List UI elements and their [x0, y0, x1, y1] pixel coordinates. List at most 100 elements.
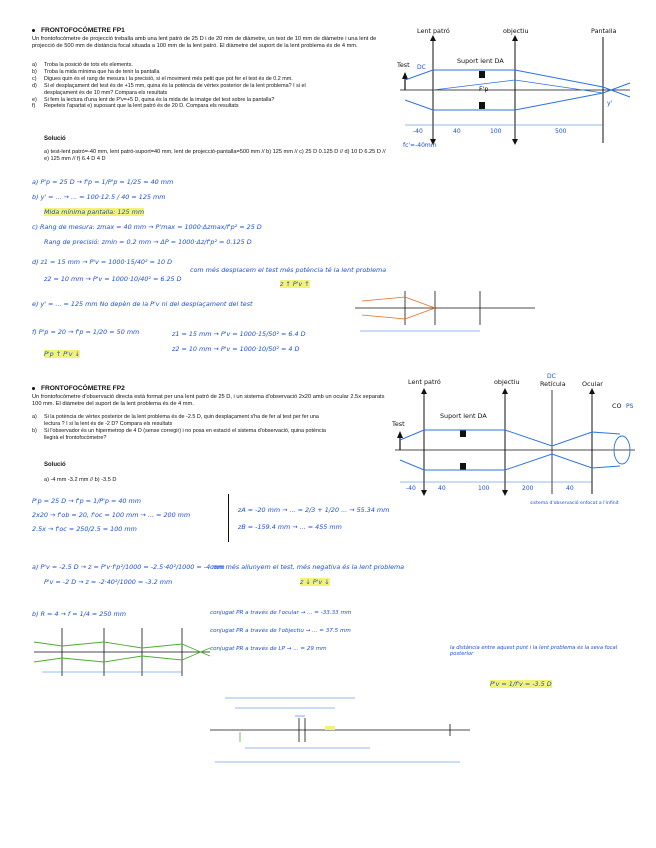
arrow-up-icon	[589, 388, 595, 394]
hand-line: conjugat PR a través de l'objectiu → ...…	[210, 628, 351, 634]
question-item: a) Troba la posició de tots els elements.	[32, 62, 306, 69]
question-key: a)	[32, 414, 37, 420]
highlighted-text: Mida mínima pantalla: 125 mm	[44, 208, 145, 216]
arrow-down-icon	[421, 490, 427, 496]
fp2-axis-sketch	[210, 697, 470, 763]
question-text: desplaçament és de 10 mm? Compara els re…	[44, 89, 168, 96]
hand-line: la distància entre aquest punt i la lent…	[450, 645, 618, 657]
ray-lower	[404, 82, 631, 111]
dim-label: 200	[522, 485, 534, 492]
section1-solution-answers: a) test-lent patró=-40 mm, lent patró-su…	[44, 149, 386, 162]
dim-label: 100	[478, 485, 490, 492]
label-lent-patro: Lent patró	[408, 378, 441, 386]
hand-line: Mida mínima pantalla: 125 mm	[44, 208, 145, 216]
question-text: llegirà el frontofocòmetre?	[44, 434, 107, 441]
section1-title-text: FRONTOFOCÒMETRE FP1	[41, 27, 125, 34]
section2-solution-heading: Solució	[44, 462, 66, 468]
label-ocular: Ocular	[582, 380, 603, 388]
hand-line: c) Rang de mesura: zmax = 40 mm → P'max …	[32, 223, 262, 231]
test-arrow-icon	[397, 431, 403, 438]
hand-line: P'p ↑ P'v ↓	[44, 350, 80, 358]
question-key: f)	[32, 103, 36, 110]
highlight-mark	[325, 726, 335, 730]
label-fp: F'p	[479, 85, 489, 93]
hand-line: com més desplacem el test més potència t…	[190, 266, 387, 274]
dim-label: 500	[555, 128, 567, 135]
section2-solution-answers: a) -4 mm -3.2 mm // b) -3.5 D	[44, 477, 117, 483]
dim-label: 40	[453, 128, 461, 135]
ray-green	[33, 647, 211, 663]
test-arrow-icon	[402, 72, 408, 79]
suport-block-bottom	[460, 463, 466, 470]
hand-line: conjugat PR a través de LP → ... = 29 mm	[210, 646, 327, 652]
hand-line: zA = -20 mm → ... = 2/3 + 1/20 ... → 55.…	[238, 506, 390, 514]
dim-label: -40	[413, 128, 423, 135]
question-text: lectura ? I si la lent és de -2 D? Compa…	[44, 420, 173, 427]
arrow-up-icon	[502, 388, 508, 394]
question-item: c)Digues quin és el rang de mesura i la …	[32, 76, 306, 83]
label-reticula: Retícula	[540, 380, 566, 388]
hand-line: com més allunyem el test, més negativa é…	[210, 563, 405, 571]
hand-line: P'v = -2 D → z = -2·40²/1000 = -3.2 mm	[44, 578, 173, 586]
arrow-down-icon	[502, 490, 508, 496]
section2-intro: Un frontofocòmetre d'observació directa …	[32, 394, 385, 408]
hand-line: z1 = 15 mm → P'v = 1000·15/50² = 6.4 D	[172, 330, 306, 338]
hand-line: d) z1 = 15 mm → P'v = 1000·15/40² = 10 D	[32, 258, 173, 266]
question-item: f) Repeteix l'apartat e) suposant que la …	[32, 103, 306, 110]
label-test: Test	[391, 420, 405, 428]
section2-title: FRONTOFOCÒMETRE FP2	[32, 385, 125, 392]
label-suport: Suport lent DA	[457, 57, 504, 65]
question-text: Troba la mida mínima que ha de tenir la …	[44, 68, 160, 75]
dim-label: 100	[490, 128, 502, 135]
highlighted-text: z ↓ P'v ↓	[300, 578, 330, 586]
ray-green	[33, 641, 211, 657]
section1-solution-heading: Solució	[44, 136, 66, 142]
question-text: Repeteix l'apartat e) suposant que la le…	[44, 103, 239, 110]
question-item: d)Si el desplaçament del test és de +15 …	[32, 83, 306, 90]
ray-orange	[361, 307, 436, 320]
eye-icon	[613, 435, 631, 465]
fp2-optical-diagram: Lent patró objectiu DC Retícula Ocular T…	[391, 373, 635, 506]
fp1-sketch-e	[355, 291, 535, 332]
question-key: a)	[32, 62, 37, 68]
question-text: Si fem la lectura d'una lent de P'v=+5 D…	[44, 96, 275, 103]
hand-line: 2.5x → f'oc = 250/2.5 = 100 mm	[32, 525, 137, 533]
hand-line: b) y' = ... → ... = 100·12.5 / 40 = 125 …	[32, 193, 166, 201]
suport-block-bottom	[479, 102, 485, 109]
hand-line: z ↑ P'v ↑	[280, 280, 310, 288]
question-key: e)	[32, 96, 37, 103]
ray-chief	[432, 79, 604, 94]
label-objectiu: objectiu	[494, 378, 520, 386]
hand-line: conjugat PR a través de l'ocular → ... =…	[210, 610, 352, 616]
section2-questions: a) Si la potència de vèrtex posterior de …	[32, 414, 326, 442]
dim-label: -40	[406, 485, 416, 492]
question-item: desplaçament és de 10 mm? Compara els re…	[32, 90, 306, 97]
hand-line: Rang de precisió: zmin = 0.2 mm → ΔP = 1…	[44, 238, 252, 246]
dim-label: 40	[566, 485, 574, 492]
hand-line: P'p = 25 D → f'p = 1/P'p = 40 mm	[32, 497, 141, 505]
question-text: Troba la posició de tots els elements.	[44, 62, 133, 68]
fp1-optical-diagram: Lent patró objectiu Pantalla Test DC Sup…	[396, 27, 631, 149]
arrow-up-icon	[421, 388, 427, 394]
question-item: a) Si la potència de vèrtex posterior de …	[32, 414, 326, 421]
suport-block-top	[479, 71, 485, 78]
question-item: lectura ? I si la lent és de -2 D? Compa…	[32, 421, 326, 428]
question-text: Si la potència de vèrtex posterior de la…	[44, 414, 319, 420]
label-dc: DC	[547, 373, 556, 380]
dim-label: 40	[438, 485, 446, 492]
question-item: b)Troba la mida mínima que ha de tenir l…	[32, 69, 306, 76]
ray-orange	[361, 296, 436, 309]
highlighted-text: z ↑ P'v ↑	[280, 280, 310, 288]
label-dc: DC	[417, 64, 426, 71]
hand-line: e) y' = ... = 125 mm No depèn de la P'v …	[32, 300, 253, 308]
dim-label-bottom: fc'=-40mm	[403, 142, 437, 149]
hand-line: zB = -159.4 mm → ... = 455 mm	[238, 523, 342, 531]
label-yprime: y'	[607, 100, 613, 107]
highlighted-text: P'v = 1/f'v = -3.5 D	[490, 680, 552, 688]
question-item: llegirà el frontofocòmetre?	[32, 435, 326, 442]
hand-line: a) P'v = -2.5 D → z = P'v·f'p²/1000 = -2…	[32, 563, 225, 571]
hand-line: a) P'p = 25 D → f'p = 1/P'p = 1/25 = 40 …	[32, 178, 174, 186]
fp2-sketch-b	[33, 628, 211, 676]
label-test: Test	[396, 61, 410, 69]
hand-line: 2x20 → f'ob = 20, f'oc = 100 mm → ... = …	[32, 511, 191, 519]
